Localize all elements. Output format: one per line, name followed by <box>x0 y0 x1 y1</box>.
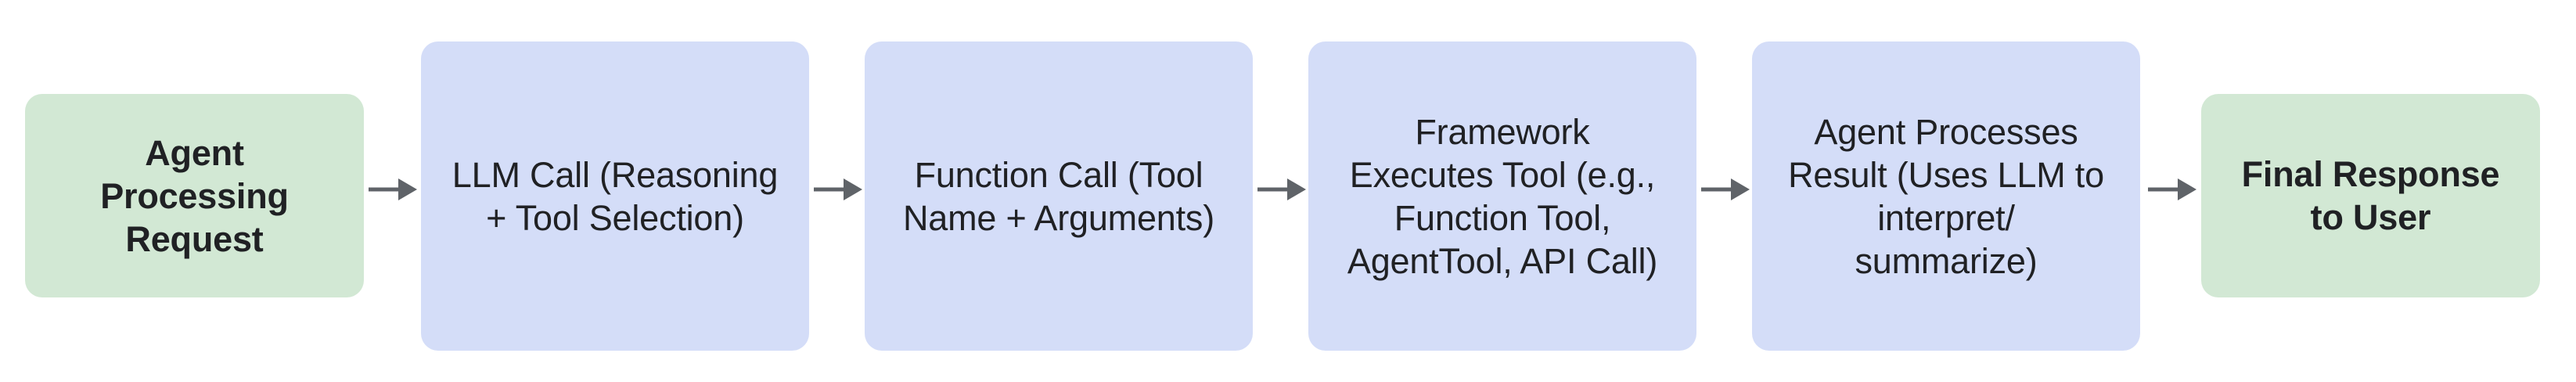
flow-node-agent-processing-request[interactable]: Agent Processing Request <box>25 94 364 297</box>
flow-node-label: Function Call (Tool Name + Arguments) <box>902 154 1215 238</box>
flow-node-label: Agent Processes Result (Uses LLM to inte… <box>1788 111 2104 281</box>
flow-node-final-response-to-user[interactable]: Final Response to User <box>2201 94 2540 297</box>
flow-edge-3-arrow <box>1257 174 1306 205</box>
flow-edge-2-arrow <box>814 174 862 205</box>
flow-node-label: Final Response to User <box>2241 154 2500 237</box>
flow-node-llm-call[interactable]: LLM Call (Reasoning + Tool Selection) <box>421 41 809 351</box>
flow-node-agent-processes-result[interactable]: Agent Processes Result (Uses LLM to inte… <box>1752 41 2140 351</box>
flow-edge-4-arrow <box>1701 174 1750 205</box>
flow-node-label: Framework Executes Tool (e.g., Function … <box>1347 111 1658 281</box>
flow-node-function-call[interactable]: Function Call (Tool Name + Arguments) <box>865 41 1253 351</box>
flow-node-label: LLM Call (Reasoning + Tool Selection) <box>452 154 779 238</box>
flow-edge-5-arrow <box>2148 174 2196 205</box>
flow-node-framework-executes-tool[interactable]: Framework Executes Tool (e.g., Function … <box>1308 41 1696 351</box>
flow-node-label: Agent Processing Request <box>100 132 289 259</box>
flow-edge-1-arrow <box>369 174 417 205</box>
